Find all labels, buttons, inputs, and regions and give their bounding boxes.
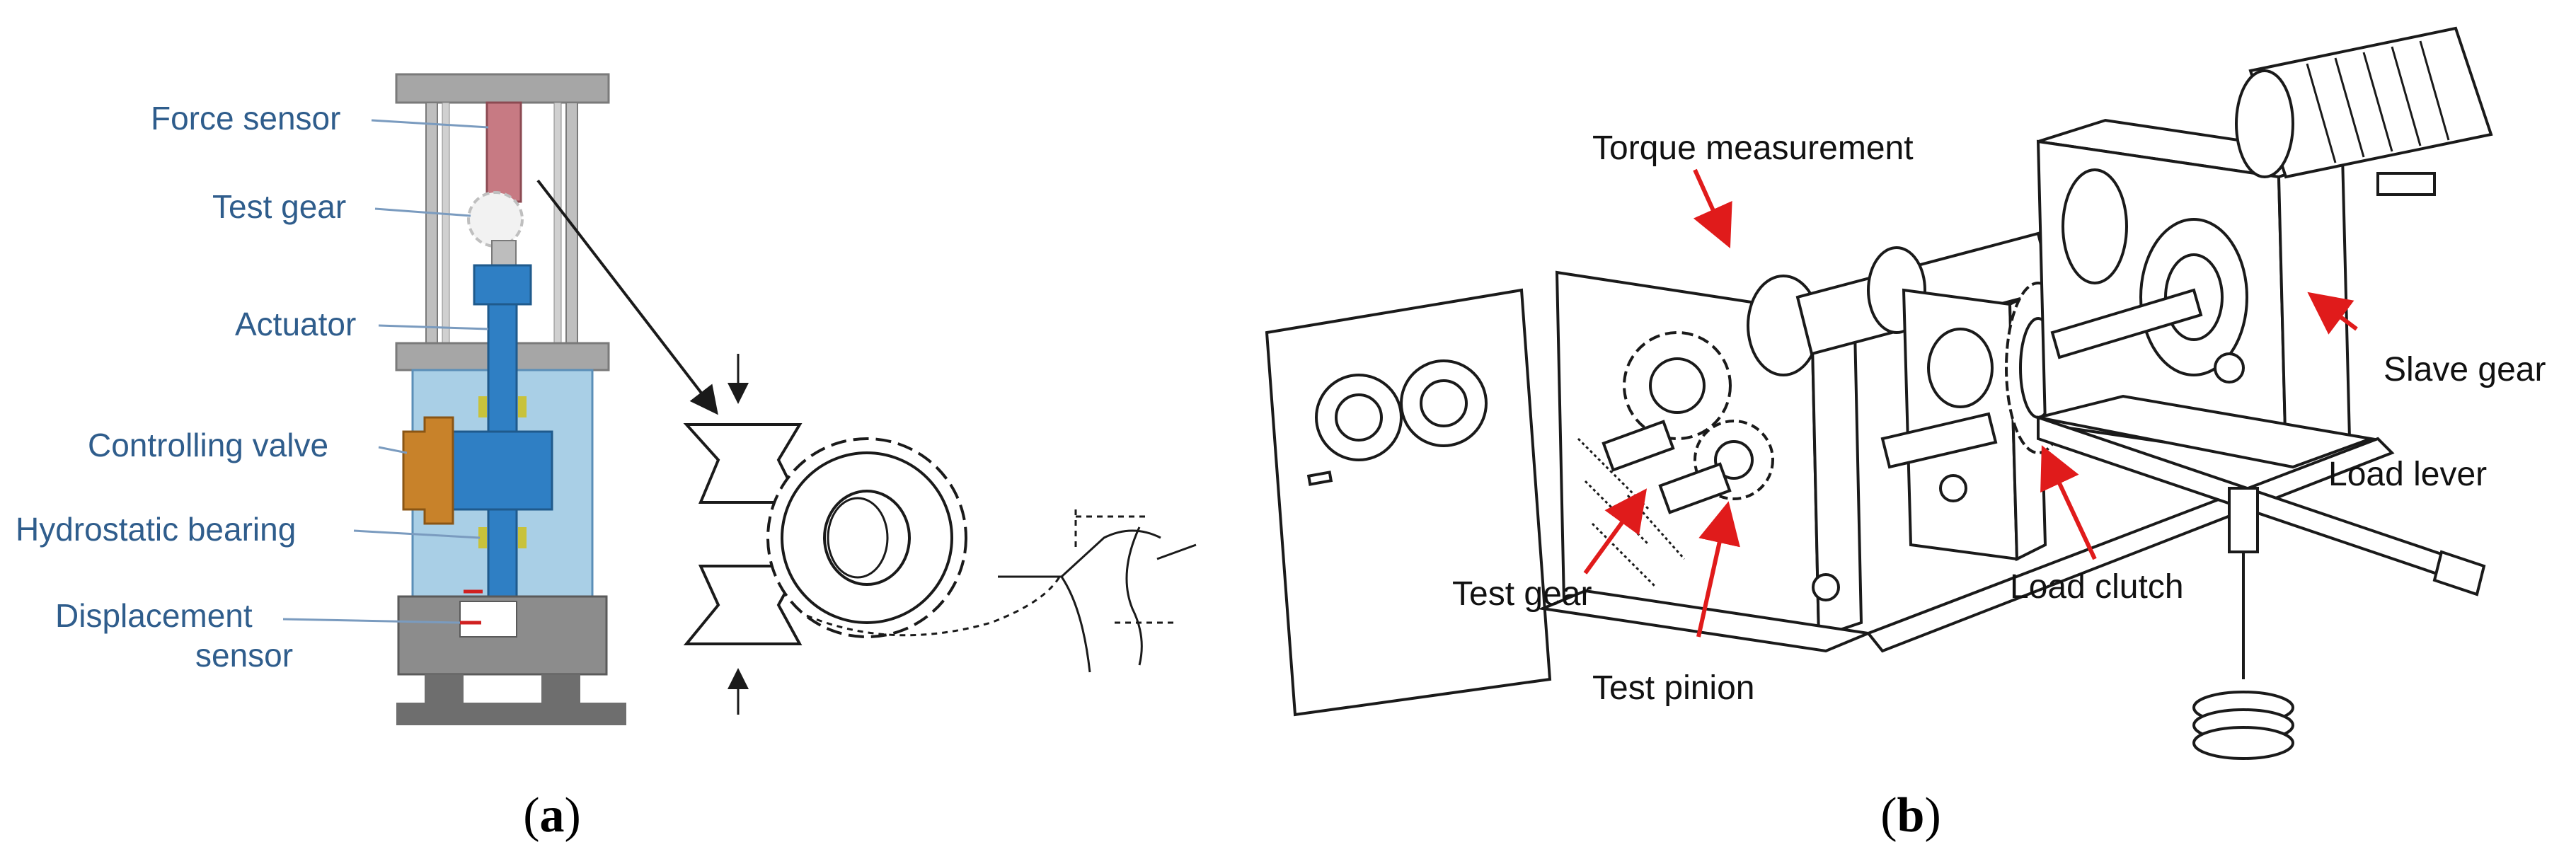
controlling-valve-icon [402,416,454,525]
zoom-arrow [536,179,718,415]
displacement-sensor-slot [459,601,517,638]
test-gear-icon [467,191,524,248]
cover-slot [1306,471,1333,486]
label-test-pinion: Test pinion [1592,669,1754,707]
leader-controlling-valve [378,446,408,454]
label-slave-gear: Slave gear [2384,351,2546,388]
panel-b-arrows [1583,168,2358,638]
caption-b: (b) [1880,788,1941,843]
label-test-gear-b: Test gear [1452,575,1592,613]
upper-shaft [2050,288,2203,359]
stand-bearing [1927,328,1994,408]
panel-b: Torque measurement Slave gear Load lever… [1265,26,2546,843]
force-sensor-body [485,101,522,203]
stand-bolt [1939,474,1967,502]
left-column-top [425,102,438,344]
panel-a-leaders [282,119,489,624]
leader-test-gear [374,207,471,217]
slave-base [2037,394,2376,469]
panel-a: Force sensor Test gear Actuator Controll… [16,73,1197,843]
gearbox-knob [1812,573,1840,601]
load-lever [2037,415,2486,760]
arrow-load-clutch [2040,445,2097,560]
label-test-gear: Test gear [212,188,346,225]
label-force-sensor: Force sensor [151,100,340,137]
label-load-lever: Load lever [2328,456,2487,493]
label-load-clutch: Load clutch [2010,568,2184,606]
detail-gear-icon [766,437,967,638]
mid-left-column [442,102,450,344]
hydrostatic-bearing-right-bottom [518,527,527,548]
lower-shaft [1880,412,1998,469]
slave-box-side [2277,154,2352,462]
lever-hanger [2228,487,2259,553]
detail-dashed-curve [806,572,1063,637]
test-gear-icon [1623,331,1732,440]
lever-handle [2432,550,2486,596]
leader-actuator [378,324,489,330]
hydrostatic-bearing-left-bottom [478,527,487,548]
lower-jaw [491,240,517,266]
arrow-slave-gear [2307,292,2358,335]
actuator-piston [452,430,553,511]
arrow-test-pinion [1696,501,1740,638]
arrow-test-gear [1583,488,1648,575]
mid-right-column [553,102,562,344]
slave-coupling [2062,168,2128,284]
hydrostatic-bearing-left-top [478,396,487,417]
arrow-torque-measurement [1693,168,1732,248]
label-displacement-sensor-2: sensor [195,637,293,674]
foot-right [541,674,580,703]
cover-plate [1265,288,1552,717]
caption-a: (a) [523,788,581,843]
test-rig [395,73,626,725]
weight-stack-icon [2192,691,2294,760]
shaft-test-gear [1602,420,1675,472]
leader-hydrostatic-bearing [353,529,481,539]
label-actuator: Actuator [235,306,356,342]
slave-gearbox [2036,118,2376,469]
hydrostatic-bearing-right-top [518,396,527,417]
leader-displacement-sensor [282,618,461,624]
top-plate [395,73,610,104]
gearbox-housing [1537,270,1874,653]
leader-force-sensor [371,119,489,129]
motor-end [2235,69,2294,178]
label-hydrostatic-bearing: Hydrostatic bearing [16,511,296,548]
gear-contact-detail [683,354,1197,715]
motor-foot [2376,172,2436,196]
label-controlling-valve: Controlling valve [88,427,328,463]
cover-plate-body [1265,288,1552,717]
foot-left [425,674,464,703]
label-displacement-sensor-1: Displacement [55,597,253,634]
label-torque-measurement: Torque measurement [1592,129,1914,167]
motor-icon [2235,26,2493,196]
bottom-plate [396,703,626,725]
tooth-profile-detail [998,509,1197,673]
actuator-piston-head [473,264,532,306]
motor-fins [2306,40,2450,163]
slave-base-bolt [2214,352,2245,384]
